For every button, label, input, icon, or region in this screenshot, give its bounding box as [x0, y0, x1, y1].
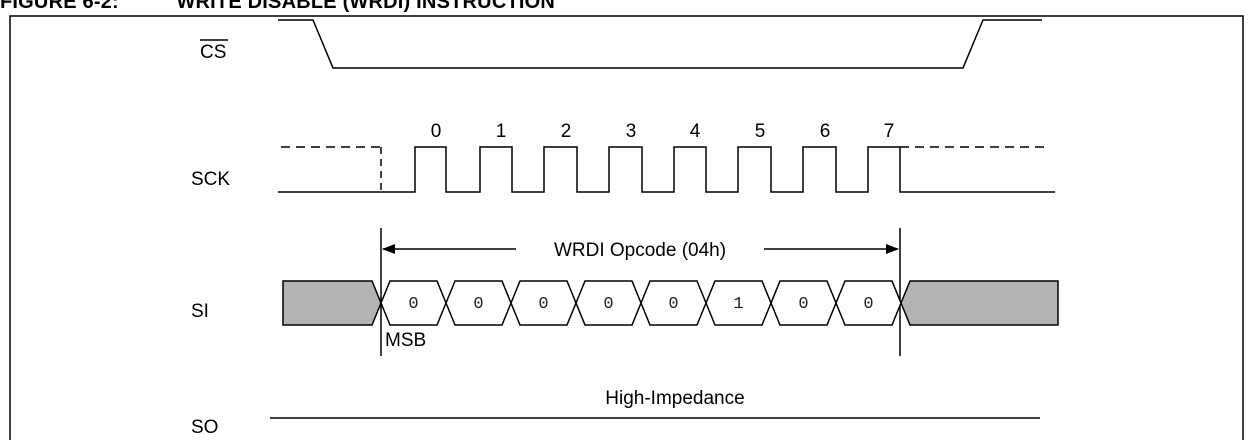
si-bit-value: 0	[798, 295, 808, 314]
si-bit-value: 0	[538, 295, 548, 314]
opcode-label: WRDI Opcode (04h)	[554, 240, 726, 261]
clock-number: 5	[755, 121, 766, 142]
clock-number: 6	[820, 121, 831, 142]
si-bit-value: 0	[408, 295, 418, 314]
sck-label: SCK	[191, 169, 230, 190]
si-bit-value: 0	[603, 295, 613, 314]
figure-title: FIGURE 6-2: WRITE DISABLE (WRDI) INSTRUC…	[0, 0, 556, 13]
clock-number: 2	[561, 121, 572, 142]
msb-label: MSB	[385, 330, 426, 351]
clock-number: 1	[496, 121, 507, 142]
clock-number: 3	[626, 121, 637, 142]
si-label: SI	[191, 301, 209, 322]
opcode-arrowhead-right	[886, 244, 899, 254]
opcode-arrowhead-left	[382, 244, 395, 254]
si-bit-value: 1	[733, 295, 743, 314]
cs-waveform	[278, 19, 1042, 69]
clock-numbers: 0 1 2 3 4 5 6 7	[431, 121, 895, 142]
figure-frame	[9, 15, 1244, 440]
clock-number: 7	[884, 121, 895, 142]
si-bit-value: 0	[863, 295, 873, 314]
si-dont-care-left	[282, 280, 382, 326]
si-dont-care-right	[900, 280, 1059, 326]
clock-number: 4	[690, 121, 701, 142]
so-label: SO	[191, 417, 218, 438]
si-bit-value: 0	[668, 295, 678, 314]
cs-label: CS	[200, 42, 226, 63]
so-high-impedance-label: High-Impedance	[605, 388, 744, 409]
si-bit-value: 0	[473, 295, 483, 314]
clock-number: 0	[431, 121, 442, 142]
si-bit-cells: 0 0 0 0 0 1 0 0	[380, 280, 902, 326]
sck-waveform	[278, 146, 1055, 193]
